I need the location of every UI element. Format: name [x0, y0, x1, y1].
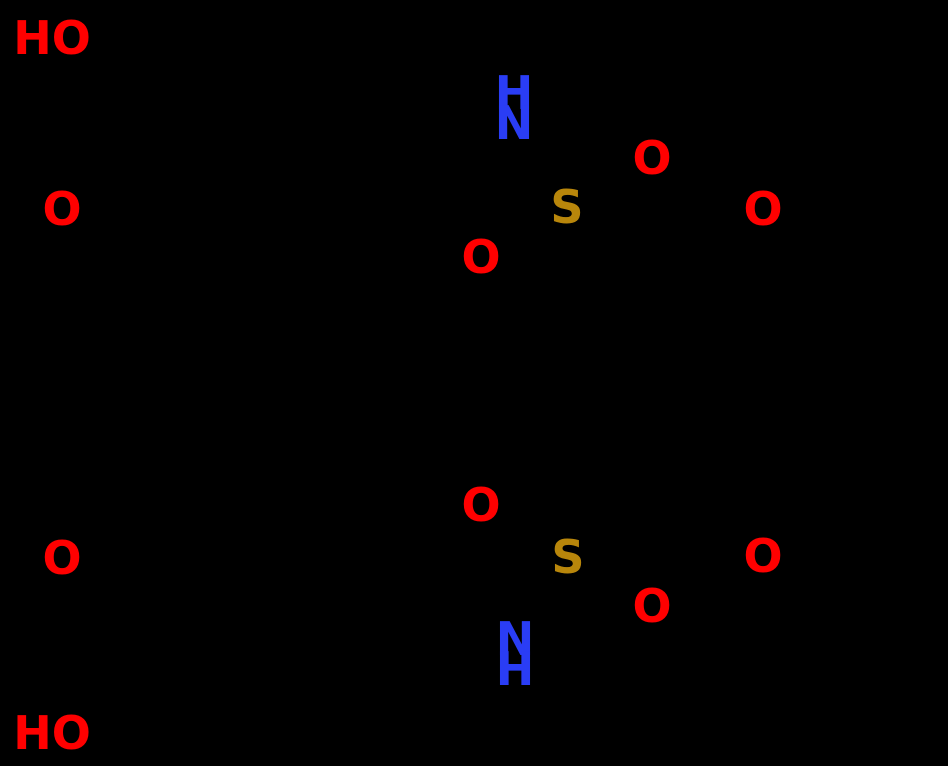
- ring3-f: [227, 641, 321, 691]
- atom-label-o-a12: O: [632, 579, 672, 633]
- atom-label-o-a15: O: [42, 531, 82, 585]
- atom-label-o-a6: O: [632, 131, 672, 185]
- ring1-g: [225, 69, 267, 239]
- ring3-c-dbl: [347, 483, 437, 513]
- ring2-e-dbl: [595, 401, 681, 445]
- bond-s2-to-nh2: [523, 573, 559, 617]
- atom-label-o-a16: HO: [13, 706, 91, 760]
- bond-s-o-upper-dbl: [594, 178, 645, 208]
- bond-o-ether-bottom-methyl: [775, 513, 831, 545]
- ring3-d: [263, 465, 345, 527]
- bond-carboxyl-dbl-o2: [121, 571, 153, 661]
- bond-ring2-to-o-ether-top: [669, 197, 703, 275]
- bond-s2-o-left-dbl: [505, 499, 559, 527]
- atom-label-n-a13: N: [495, 612, 535, 666]
- bond-s2-o-left: [497, 515, 551, 543]
- bond-ho-top-to-c: [83, 49, 135, 98]
- atom-label-s-a5: S: [550, 180, 584, 234]
- bond-nh-to-s: [523, 142, 561, 188]
- ring3-b: [435, 489, 471, 583]
- bond-ring2-to-o-ether-bottom: [673, 457, 709, 535]
- ring2-a: [579, 269, 675, 321]
- atom-label-o-a9: O: [461, 478, 501, 532]
- atom-label-o-a2: O: [42, 182, 82, 236]
- atom-label-n-a14: H: [495, 642, 535, 696]
- ring1-a-dbl: [221, 87, 309, 133]
- ring2-f: [579, 315, 591, 421]
- atom-label-o-a1: HO: [13, 11, 91, 65]
- bond-s2-o-right: [589, 569, 637, 597]
- ring1-b: [313, 113, 407, 122]
- ring3-g: [315, 635, 407, 647]
- atom-label-o-a8: O: [461, 230, 501, 284]
- ring1-a: [225, 69, 319, 119]
- bond-s-o-left-dbl: [489, 204, 543, 235]
- bond-ring3-to-carboxyl: [131, 663, 233, 691]
- bond-s2-o-right-dbl: [597, 553, 645, 581]
- ring2-a-dbl: [589, 287, 677, 335]
- ring3-f-dbl: [223, 627, 311, 673]
- bond-s-to-ring2: [575, 225, 585, 321]
- ring3-c: [339, 465, 441, 495]
- atom-label-n-a4: N: [494, 96, 534, 150]
- bond-carboxyl-to-ho: [83, 663, 137, 719]
- ring1-f: [261, 233, 343, 295]
- bond-c-carbonyl: [105, 92, 135, 183]
- ring1-e-dbl: [345, 247, 437, 277]
- bond-o-ether-top-methyl: [773, 165, 829, 199]
- ring2-c: [755, 313, 763, 415]
- atom-label-o-a7: O: [743, 182, 783, 236]
- ring3-a: [401, 577, 471, 641]
- ring1-c-dbl: [395, 133, 459, 191]
- ring2-d: [673, 409, 763, 463]
- bond-s-o-upper: [586, 163, 637, 193]
- ring1-c: [401, 116, 471, 181]
- atom-label-s-a10: S: [551, 530, 585, 584]
- ring1-d: [433, 175, 471, 271]
- atom-label-o-a11: O: [743, 529, 783, 583]
- ring2-e: [585, 415, 679, 463]
- ring1-e: [337, 265, 439, 295]
- bond-carbonyl-to-ring: [129, 69, 231, 98]
- ring3-a-dbl: [395, 567, 459, 625]
- bond-ring2-to-s2: [575, 415, 591, 537]
- ring2-c-dbl: [739, 321, 747, 409]
- atom-label-n-a3: H: [494, 66, 534, 120]
- bond-carboxyl-dbl-o: [105, 579, 137, 669]
- ring3-e: [227, 521, 269, 691]
- bond-c-carbonyl-dbl: [121, 101, 151, 191]
- bond-ring-to-nh: [401, 116, 493, 125]
- bond-s-o-left: [497, 219, 551, 250]
- ring2-b: [669, 269, 761, 319]
